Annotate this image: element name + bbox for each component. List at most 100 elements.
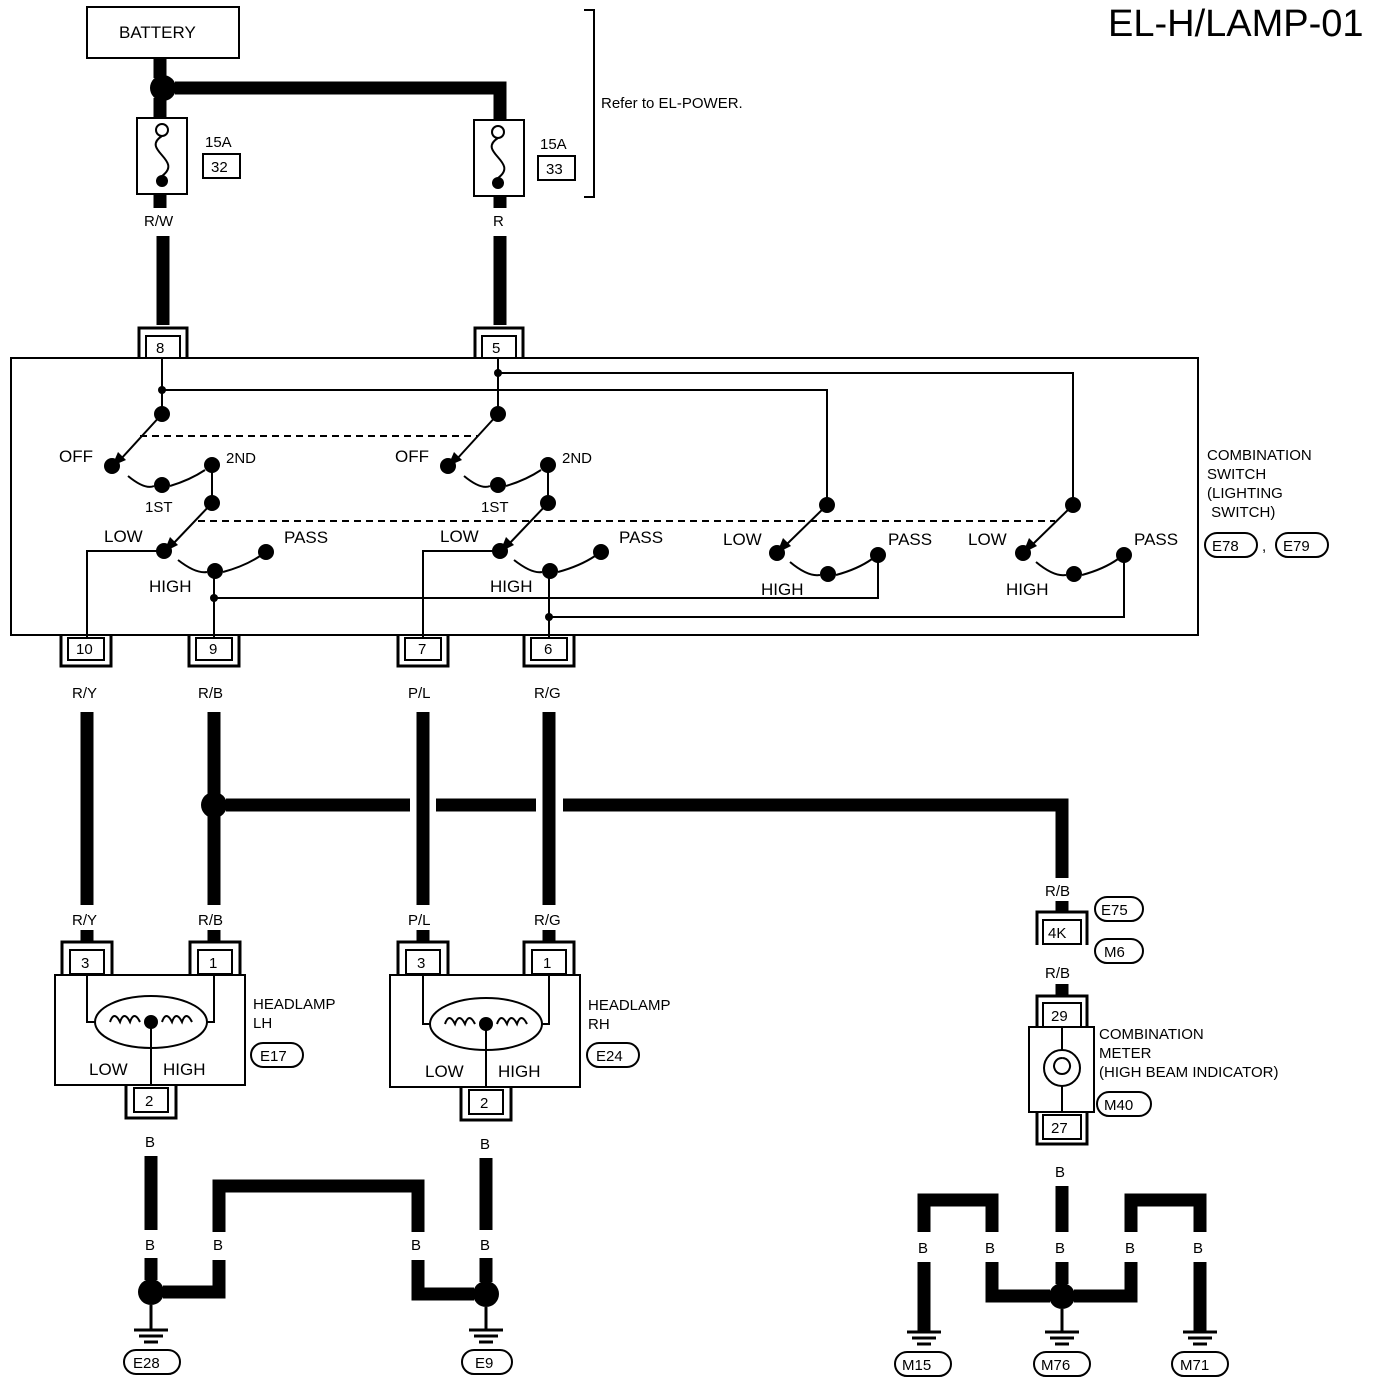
svg-text:SWITCH): SWITCH): [1207, 504, 1275, 521]
svg-text:R/B: R/B: [1045, 883, 1070, 900]
svg-text:LOW: LOW: [968, 530, 1007, 549]
svg-text:2ND: 2ND: [562, 450, 592, 467]
svg-text:B: B: [918, 1240, 928, 1257]
svg-text:10: 10: [76, 641, 93, 658]
battery: BATTERY: [86, 6, 240, 59]
e28-splice: [138, 1279, 164, 1305]
svg-text:PASS: PASS: [284, 528, 328, 547]
svg-text:PASS: PASS: [1134, 530, 1178, 549]
svg-text:27: 27: [1051, 1120, 1068, 1137]
svg-text:B: B: [213, 1237, 223, 1254]
ground-m15: M15: [894, 1330, 952, 1377]
svg-text:E9: E9: [475, 1355, 493, 1372]
svg-text:PASS: PASS: [619, 528, 663, 547]
ground-e9: E9: [461, 1307, 513, 1375]
combination-switch-label: COMBINATION SWITCH (LIGHTING SWITCH) E78…: [1204, 447, 1329, 558]
fuse-32: 15A 32: [136, 98, 241, 195]
svg-text:B: B: [411, 1237, 421, 1254]
svg-text:B: B: [480, 1237, 490, 1254]
svg-text:2: 2: [480, 1095, 488, 1112]
svg-text:E78: E78: [1212, 538, 1239, 555]
svg-text:R/B: R/B: [198, 912, 223, 929]
svg-text:M71: M71: [1180, 1357, 1209, 1374]
svg-text:M6: M6: [1104, 944, 1125, 961]
svg-text:HIGH: HIGH: [761, 580, 804, 599]
fuse-33: 15A 33: [473, 119, 576, 197]
svg-text:LH: LH: [253, 1015, 272, 1032]
battery-splice: [150, 75, 176, 101]
svg-text:8: 8: [156, 340, 164, 357]
ground-m71: M71: [1171, 1330, 1229, 1377]
svg-text:3: 3: [417, 955, 425, 972]
svg-text:B: B: [1055, 1240, 1065, 1257]
svg-text:E79: E79: [1283, 538, 1310, 555]
svg-text:1: 1: [543, 955, 551, 972]
svg-text:E75: E75: [1101, 902, 1128, 919]
svg-text:PASS: PASS: [888, 530, 932, 549]
combination-switch-box: [10, 357, 1199, 636]
svg-text:E24: E24: [596, 1048, 623, 1065]
svg-text:HIGH: HIGH: [1006, 580, 1049, 599]
svg-text:HIGH: HIGH: [498, 1062, 541, 1081]
svg-text:COMBINATION: COMBINATION: [1099, 1026, 1204, 1043]
svg-text:R: R: [493, 213, 504, 230]
svg-text:6: 6: [544, 641, 552, 658]
svg-text:R/Y: R/Y: [72, 685, 97, 702]
svg-text:,: ,: [1262, 538, 1266, 555]
svg-text:LOW: LOW: [723, 530, 762, 549]
ground-m76: M76: [1033, 1309, 1091, 1377]
joint-connector: 4K E75 M6: [1035, 896, 1144, 964]
svg-text:SWITCH: SWITCH: [1207, 466, 1266, 483]
refer-note: Refer to EL-POWER.: [601, 95, 743, 112]
svg-text:(LIGHTING: (LIGHTING: [1207, 485, 1283, 502]
svg-text:P/L: P/L: [408, 912, 431, 929]
svg-text:R/B: R/B: [198, 685, 223, 702]
svg-text:LOW: LOW: [89, 1060, 128, 1079]
m76-splice: [1049, 1283, 1075, 1309]
svg-text:15A: 15A: [540, 136, 567, 153]
headlamp-rh: 3 1 LOW HIGH 2 HEADLAMP RH E24: [389, 940, 671, 1122]
svg-text:R/Y: R/Y: [72, 912, 97, 929]
rb-splice: [201, 792, 227, 818]
svg-text:RH: RH: [588, 1016, 610, 1033]
svg-text:32: 32: [211, 159, 228, 176]
svg-text:R/W: R/W: [144, 213, 174, 230]
svg-text:M76: M76: [1041, 1357, 1070, 1374]
svg-text:METER: METER: [1099, 1045, 1152, 1062]
e9-splice: [473, 1281, 499, 1307]
svg-text:9: 9: [209, 641, 217, 658]
combination-meter: 29 27 COMBINATION METER (HIGH BEAM INDIC…: [1028, 994, 1278, 1146]
svg-text:HIGH: HIGH: [490, 577, 533, 596]
svg-text:B: B: [145, 1134, 155, 1151]
svg-text:7: 7: [418, 641, 426, 658]
svg-text:(HIGH BEAM INDICATOR): (HIGH BEAM INDICATOR): [1099, 1064, 1278, 1081]
svg-text:B: B: [985, 1240, 995, 1257]
page-title: EL-H/LAMP-01: [1108, 3, 1364, 45]
svg-text:29: 29: [1051, 1008, 1068, 1025]
svg-text:B: B: [1055, 1164, 1065, 1181]
battery-label: BATTERY: [119, 23, 196, 42]
svg-text:M40: M40: [1104, 1097, 1133, 1114]
svg-text:OFF: OFF: [59, 447, 93, 466]
svg-text:HEADLAMP: HEADLAMP: [588, 997, 671, 1014]
svg-text:1: 1: [209, 955, 217, 972]
svg-text:B: B: [145, 1237, 155, 1254]
svg-text:HIGH: HIGH: [149, 577, 192, 596]
svg-text:2ND: 2ND: [226, 450, 256, 467]
svg-text:5: 5: [492, 340, 500, 357]
svg-text:R/G: R/G: [534, 685, 561, 702]
svg-text:B: B: [1125, 1240, 1135, 1257]
svg-text:B: B: [1193, 1240, 1203, 1257]
svg-text:M15: M15: [902, 1357, 931, 1374]
svg-text:4K: 4K: [1048, 925, 1066, 942]
svg-text:E17: E17: [260, 1048, 287, 1065]
svg-text:LOW: LOW: [440, 527, 479, 546]
headlamp-lh: 3 1 LOW HIGH 2 HEADLAMP LH E17: [54, 940, 336, 1120]
svg-text:1ST: 1ST: [481, 499, 509, 516]
ground-e28: E28: [123, 1305, 181, 1375]
svg-text:2: 2: [145, 1093, 153, 1110]
svg-text:3: 3: [81, 955, 89, 972]
svg-text:HEADLAMP: HEADLAMP: [253, 996, 336, 1013]
svg-text:E28: E28: [133, 1355, 160, 1372]
